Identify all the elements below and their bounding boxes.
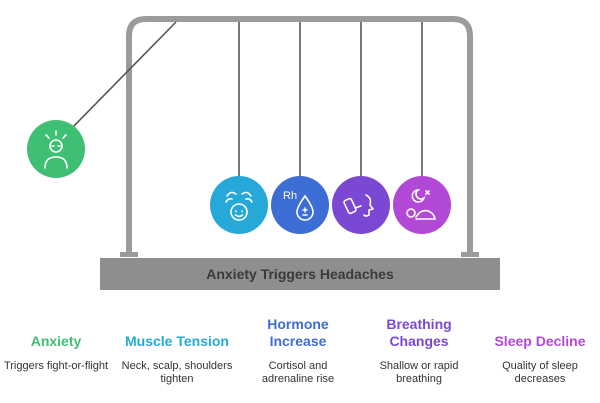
item-title-sleep-decline: Sleep Decline xyxy=(494,333,586,349)
item-description-breathing-changes: Shallow or rapid breathing xyxy=(379,360,459,385)
item-breathing-changes: Breathing Changes Shallow or rapid breat… xyxy=(363,316,475,386)
item-title-anxiety: Anxiety xyxy=(30,333,82,349)
ball-sleep-decline xyxy=(393,176,451,234)
item-description-muscle-tension: Neck, scalp, shoulders tighten xyxy=(121,360,233,385)
item-title-breathing-changes: Breathing Changes xyxy=(386,316,452,349)
item-title-muscle-tension: Muscle Tension xyxy=(125,333,229,349)
item-anxiety: Anxiety Triggers fight-or-flight xyxy=(0,316,112,373)
stressed-person-icon xyxy=(44,130,68,169)
frame-foot-right xyxy=(461,252,479,257)
ball-hormone-increase: Rh xyxy=(271,176,329,234)
item-description-sleep-decline: Quality of sleep decreases xyxy=(502,360,578,385)
diagram-title: Anxiety Triggers Headaches xyxy=(206,266,394,282)
item-title-hormone-increase: Hormone Increase xyxy=(267,316,329,349)
ball-anxiety xyxy=(27,120,85,178)
item-hormone-increase: Hormone Increase Cortisol and adrenaline… xyxy=(242,316,354,386)
ball-muscle-tension xyxy=(210,176,268,234)
item-description-hormone-increase: Cortisol and adrenaline rise xyxy=(261,360,335,385)
hormone-drop-icon: Rh xyxy=(283,190,314,221)
item-sleep-decline: Sleep Decline Quality of sleep decreases xyxy=(484,316,596,386)
cradle-base xyxy=(100,258,500,290)
item-muscle-tension: Muscle Tension Neck, scalp, shoulders ti… xyxy=(121,316,233,386)
item-description-anxiety: Triggers fight-or-flight xyxy=(3,360,109,372)
string-anxiety xyxy=(69,21,177,131)
inhaler-icon xyxy=(343,194,374,217)
head-massage-icon xyxy=(225,191,253,221)
frame-foot-left xyxy=(120,252,138,257)
ball-breathing-changes xyxy=(332,176,390,234)
sleeping-person-icon xyxy=(406,189,436,220)
hormone-rh-text: Rh xyxy=(283,190,297,202)
cradle-frame xyxy=(126,16,473,256)
